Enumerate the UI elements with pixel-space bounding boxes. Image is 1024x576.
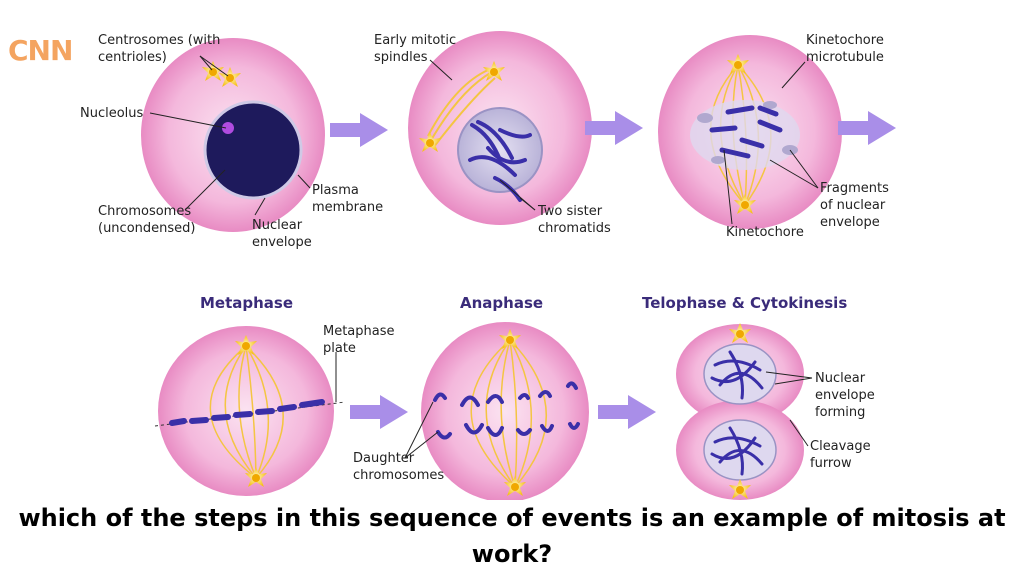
label-cleavage-1: Cleavage [810,439,871,454]
cell-prometaphase [658,35,842,229]
cell-membrane [421,322,589,500]
chromosomes [709,105,783,159]
label-daughter-2: chromosomes [353,468,444,483]
label-centrosomes-1: Centrosomes (with [98,33,220,48]
label-sister-2: chromatids [538,221,611,236]
label-centrosomes-2: centrioles) [98,50,167,65]
cell-anaphase [404,322,589,500]
cell-metaphase [154,326,346,496]
cnn-logo: CNN [8,34,73,67]
title-anaphase: Anaphase [460,294,543,312]
daughter-chromosomes [433,381,580,440]
label-metaphase-plate-1: Metaphase [323,324,395,339]
label-metaphase-plate-2: plate [323,341,356,356]
label-kmt-2: microtubule [806,50,884,65]
label-nucleolus: Nucleolus [80,106,144,121]
title-metaphase: Metaphase [200,294,293,312]
cell-membrane [158,326,334,496]
diagram-canvas: Centrosomes (with centrioles) Nucleolus … [80,31,896,500]
label-nuclear-envelope-1: Nuclear [252,218,303,233]
cell-interphase [141,38,325,232]
label-nef-1: Nuclear [815,371,866,386]
aligned-chromosomes [169,399,325,426]
arrow-icon [838,111,896,145]
label-kmt-1: Kinetochore [806,33,884,48]
cell-telophase [676,323,813,500]
label-fragments-2: of nuclear [820,198,886,213]
label-nuclear-envelope-2: envelope [252,235,312,250]
label-fragments-3: envelope [820,215,880,230]
nucleolus [222,122,234,134]
label-sister-1: Two sister [537,204,603,219]
question-text: which of the steps in this sequence of e… [18,504,1006,568]
label-plasma-1: Plasma [312,183,359,198]
label-daughter-1: Daughter [353,451,415,466]
sister-chromatids [468,120,532,202]
nuclear-fragments [690,100,800,170]
label-nef-3: forming [815,405,865,420]
cell-prophase [408,31,592,225]
label-chromosomes-2: (uncondensed) [98,221,195,236]
arrow-icon [330,113,388,147]
label-plasma-2: membrane [312,200,383,215]
title-telophase: Telophase & Cytokinesis [642,294,847,312]
label-cleavage-2: furrow [810,456,852,471]
label-nef-2: envelope [815,388,875,403]
label-early-spindles-1: Early mitotic [374,33,456,48]
nucleus [203,100,303,200]
label-early-spindles-2: spindles [374,50,428,65]
arrow-icon [350,395,408,429]
arrow-icon [585,111,643,145]
label-chromosomes-1: Chromosomes [98,204,191,219]
arrow-icon [598,395,656,429]
label-kinetochore: Kinetochore [726,225,804,240]
label-fragments-1: Fragments [820,181,889,196]
